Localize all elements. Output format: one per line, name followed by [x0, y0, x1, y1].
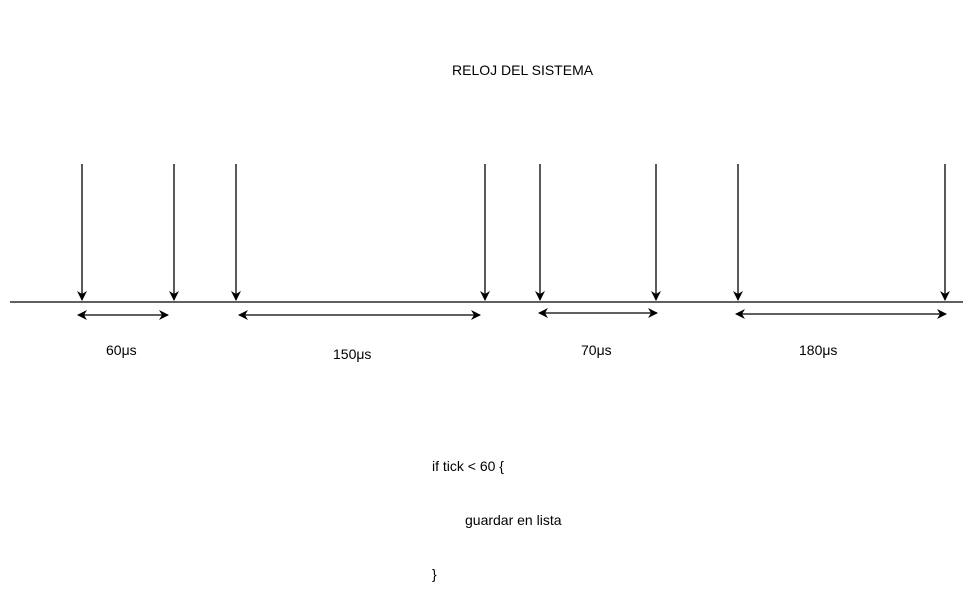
- diagram-title: RELOJ DEL SISTEMA: [452, 62, 594, 78]
- interval-label-70: 70μs: [581, 342, 612, 358]
- interval-label-150: 150μs: [333, 346, 372, 362]
- code-line-if: if tick < 60 {: [432, 458, 504, 474]
- code-line-close: }: [432, 566, 437, 582]
- code-line-body: guardar en lista: [465, 512, 562, 528]
- interval-label-60: 60μs: [106, 342, 137, 358]
- interval-label-180: 180μs: [799, 342, 838, 358]
- clock-timeline-diagram: [10, 164, 963, 320]
- code-snippet: if tick < 60 { guardar en lista }: [432, 421, 562, 601]
